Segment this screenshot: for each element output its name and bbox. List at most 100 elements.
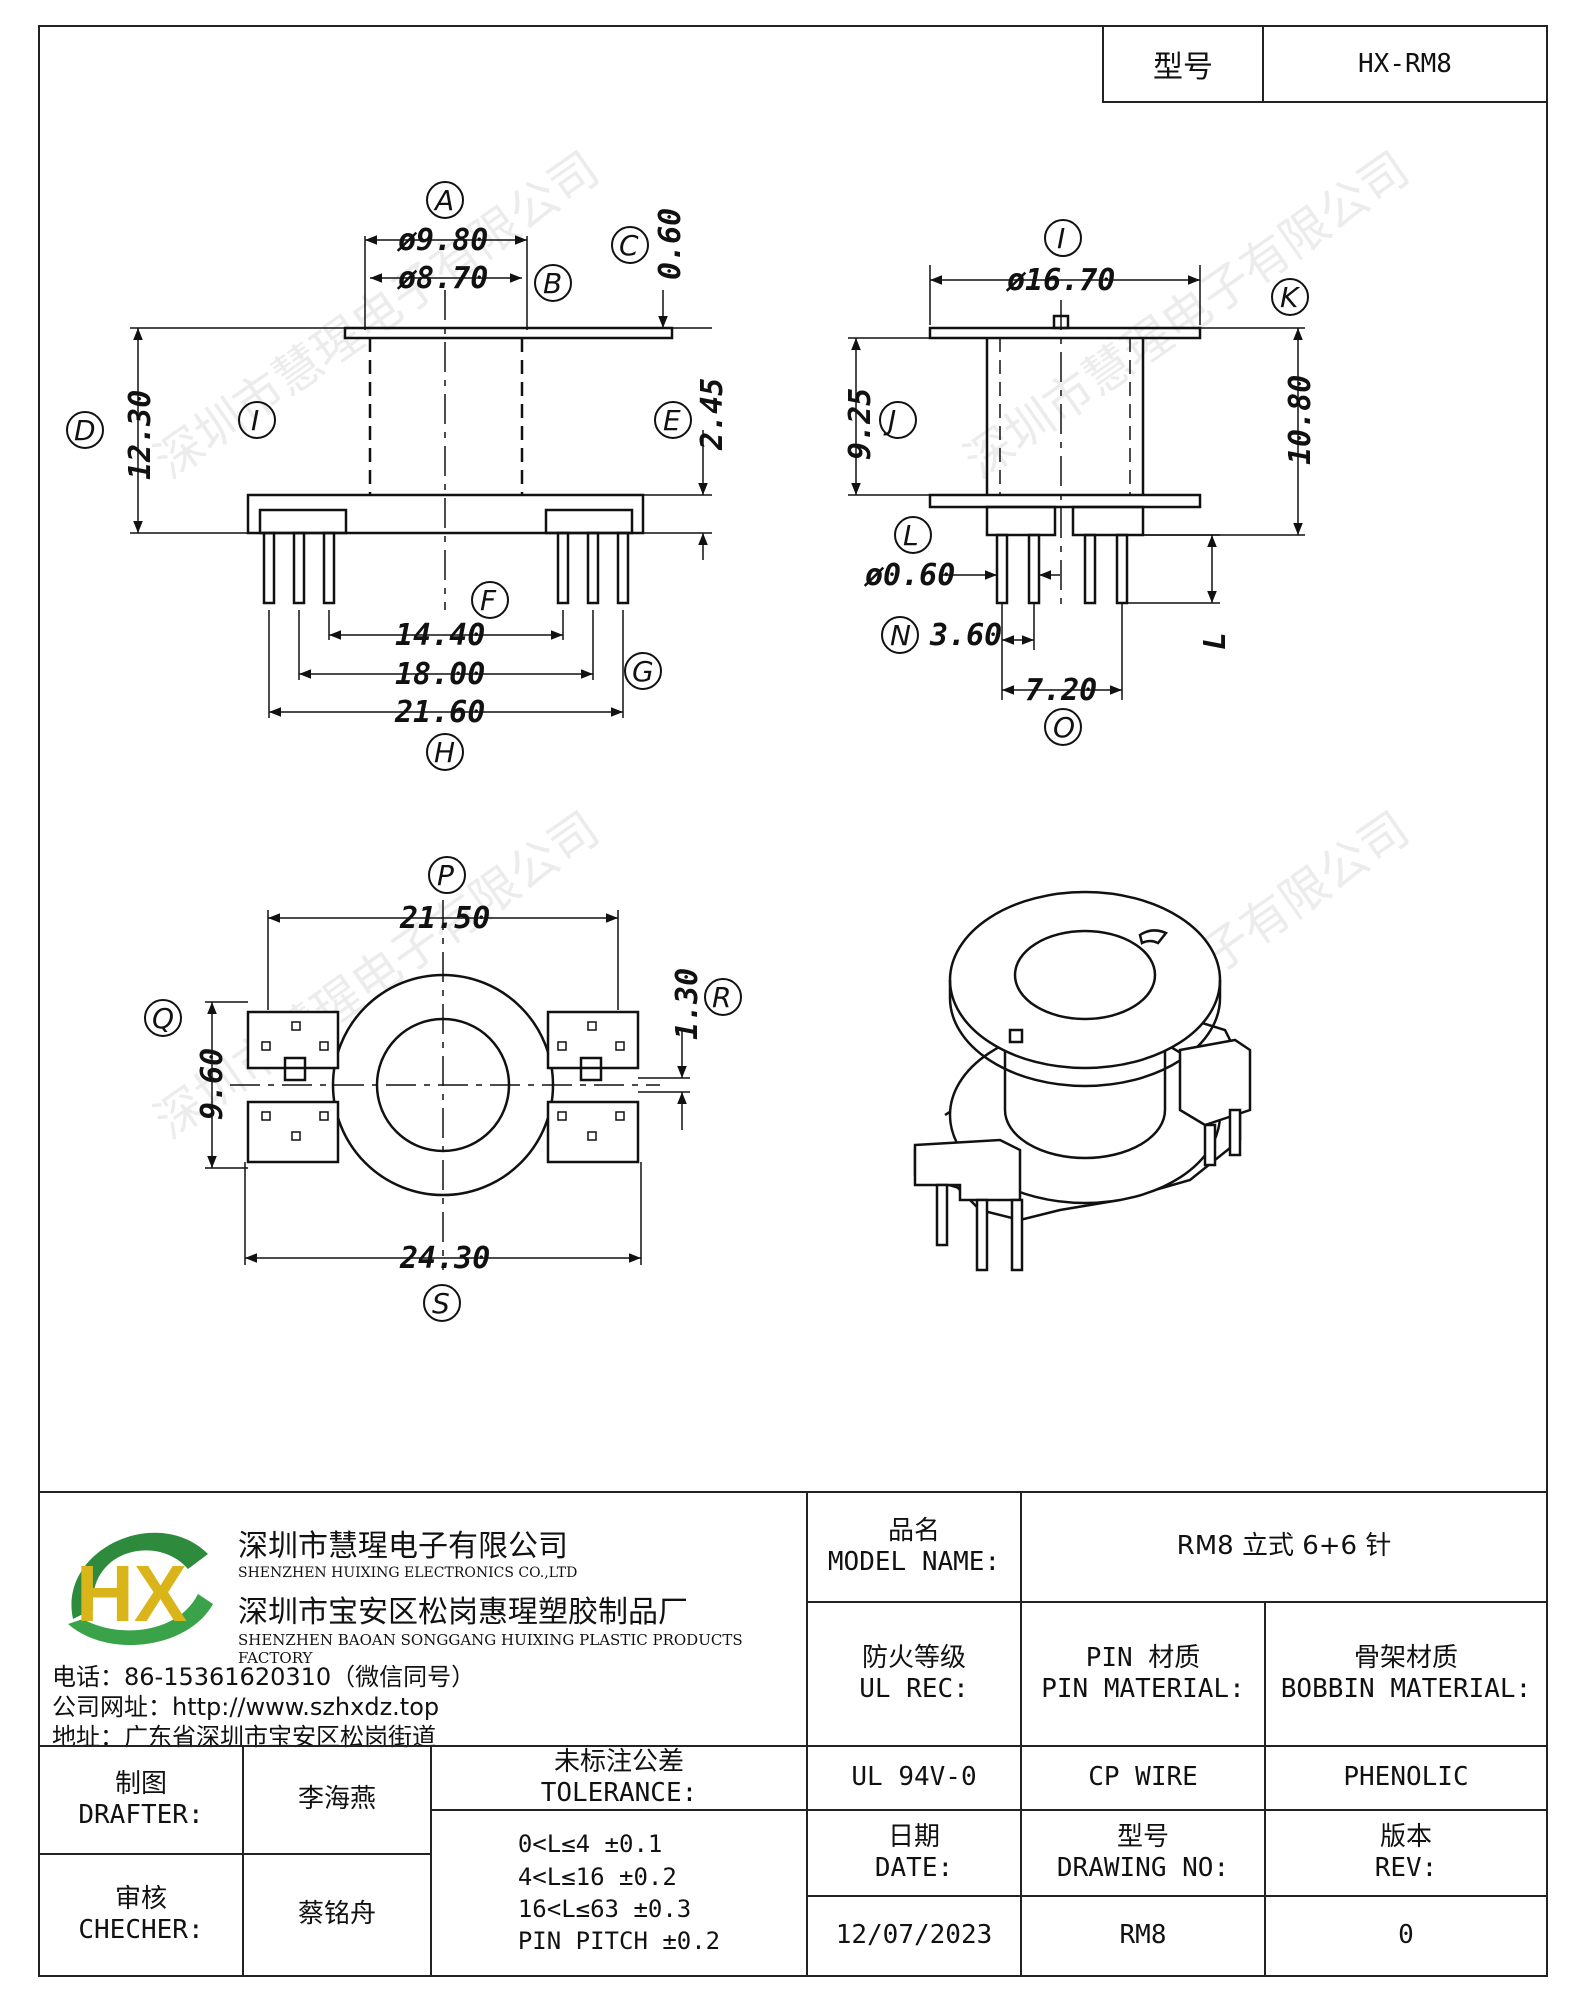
letter-l: L	[903, 519, 919, 552]
company-phone: 电话：86-15361620310（微信同号）	[52, 1663, 476, 1691]
iso-nub	[1008, 1028, 1024, 1044]
company-name-cn: 深圳市慧瑆电子有限公司	[238, 1529, 568, 1564]
front-pin-1	[262, 531, 276, 605]
dim-s-value: 24.30	[399, 1241, 490, 1276]
letter-k: K	[1280, 281, 1301, 314]
bobbin-material-value: PHENOLIC	[1343, 1762, 1469, 1793]
dim-f-value: 14.40	[395, 618, 485, 653]
front-pin-4	[556, 531, 570, 605]
checker-name: 蔡铭舟	[297, 1899, 376, 1930]
bobbin-material-value-cell: PHENOLIC	[1264, 1745, 1548, 1811]
letter-g: G	[632, 655, 654, 688]
pin-material-value-cell: CP WIRE	[1020, 1745, 1266, 1811]
model-header-label: 型号	[1104, 27, 1264, 101]
ul-rec-label-cn: 防火等级	[861, 1642, 966, 1673]
model-name-label-cn: 品名	[887, 1515, 940, 1546]
side-pin-2	[1027, 533, 1041, 605]
watermark-1: 深圳市慧瑆电子有限公司	[145, 141, 610, 490]
company-info-cell: HX 深圳市慧瑆电子有限公司 SHENZHEN HUIXING ELECTRON…	[38, 1491, 808, 1751]
date-value: 12/07/2023	[835, 1920, 993, 1951]
front-top-flange	[343, 326, 674, 340]
iso-pin-5	[1228, 1108, 1242, 1157]
date-value-cell: 12/07/2023	[806, 1895, 1022, 1977]
model-name-value-cell: RM8 立式 6+6 针	[1020, 1491, 1548, 1603]
tolerance-line-3: 16<L≤63 ±0.3	[517, 1895, 692, 1923]
rev-label-en: REV:	[1374, 1853, 1438, 1883]
front-base-right-block	[544, 508, 634, 535]
front-base	[246, 493, 645, 535]
letter-n: N	[890, 619, 911, 652]
dim-m-value: ø0.60	[863, 558, 955, 593]
dim-k-value: 10.80	[1283, 375, 1318, 465]
dim-c-value: 0.60	[653, 208, 688, 280]
date-label-cell: 日期 DATE:	[806, 1809, 1022, 1897]
pin-material-value: CP WIRE	[1088, 1762, 1198, 1793]
pin-material-label-cn: PIN 材质	[1085, 1642, 1201, 1673]
rev-label-cell: 版本 REV:	[1264, 1809, 1548, 1897]
front-pin-3	[322, 531, 336, 605]
model-header: 型号 HX-RM8	[1102, 25, 1548, 103]
date-label-en: DATE:	[874, 1853, 954, 1883]
side-view-labels: ø16.70 9.25 10.80 L ø0.60 3.60 7.20 I J …	[843, 219, 1318, 746]
side-pin-4	[1115, 533, 1129, 605]
company-website: 公司网址：http://www.szhxdz.top	[52, 1693, 440, 1721]
iso-pin-2	[975, 1198, 989, 1272]
dim-n-value: 3.60	[929, 618, 1002, 653]
title-block: HX 深圳市慧瑆电子有限公司 SHENZHEN HUIXING ELECTRON…	[38, 1491, 1548, 1977]
bobbin-material-label-en: BOBBIN MATERIAL:	[1280, 1674, 1532, 1704]
tolerance-label-en: TOLERANCE:	[540, 1778, 698, 1808]
dim-j-value: 9.25	[843, 388, 878, 460]
rev-label-cn: 版本	[1379, 1821, 1432, 1852]
model-name-value: RM8 立式 6+6 针	[1176, 1531, 1392, 1562]
letter-i-front: I	[251, 404, 259, 437]
letter-r: R	[712, 981, 731, 1014]
logo-text: HX	[76, 1549, 187, 1638]
tolerance-label-cell: 未标注公差 TOLERANCE:	[430, 1745, 808, 1811]
tolerance-line-2: 4<L≤16 ±0.2	[517, 1862, 677, 1891]
technical-drawing: 深圳市慧瑆电子有限公司 深圳市慧瑆电子有限公司 深圳市慧瑆电子有限公司 深圳市慧…	[66, 141, 1419, 1322]
drawing-no-value-cell: RM8	[1020, 1895, 1266, 1977]
front-pin-6	[616, 531, 630, 605]
tolerance-label-cn: 未标注公差	[553, 1746, 684, 1777]
pin-material-label-en: PIN MATERIAL:	[1041, 1674, 1245, 1704]
dim-q-value: 9.60	[195, 1048, 230, 1120]
front-pin-2	[292, 531, 306, 605]
factory-name-en: SHENZHEN BAOAN SONGGANG HUIXING PLASTIC …	[238, 1631, 743, 1667]
dim-i-value: ø16.70	[1005, 263, 1115, 298]
drafter-name: 李海燕	[297, 1784, 376, 1815]
side-pin-1	[995, 533, 1009, 605]
pin-material-label-cell: PIN 材质 PIN MATERIAL:	[1020, 1601, 1266, 1747]
date-label-cn: 日期	[887, 1821, 940, 1852]
iso-pin-3	[1010, 1198, 1024, 1272]
dim-e-value: 2.45	[695, 378, 730, 451]
side-view	[848, 265, 1305, 700]
dim-l-value: L	[1198, 632, 1233, 650]
drawing-no-label-cn: 型号	[1116, 1821, 1169, 1852]
dim-a-value: ø9.80	[396, 223, 488, 258]
drafter-name-cell: 李海燕	[242, 1745, 432, 1855]
letter-f: F	[480, 584, 497, 617]
tolerance-line-4: PIN PITCH ±0.2	[517, 1927, 721, 1956]
bottom-left-upper-block	[246, 1010, 340, 1070]
iso-pin-1	[935, 1183, 949, 1247]
side-bottom-flange	[928, 493, 1202, 509]
tolerance-values-cell: 0<L≤4 ±0.1 4<L≤16 ±0.2 16<L≤63 ±0.3 PIN …	[430, 1809, 808, 1977]
drafter-label-en: DRAFTER:	[78, 1800, 204, 1830]
bobbin-material-label-cn: 骨架材质	[1353, 1642, 1458, 1673]
letter-i-side: I	[1057, 222, 1065, 255]
tolerance-line-1: 0<L≤4 ±0.1	[517, 1830, 663, 1859]
letter-q: Q	[152, 1002, 174, 1035]
drawing-no-label-cell: 型号 DRAWING NO:	[1020, 1809, 1266, 1897]
side-pin-3	[1083, 533, 1097, 605]
iso-front-block	[913, 1138, 1022, 1202]
front-base-left-block	[258, 508, 348, 535]
dim-d-value: 12.30	[123, 390, 158, 480]
company-logo: HX	[68, 1532, 213, 1646]
model-name-label-en: MODEL NAME:	[827, 1547, 1001, 1577]
factory-name-cn: 深圳市宝安区松岗惠瑆塑胶制品厂	[238, 1595, 688, 1630]
checker-name-cell: 蔡铭舟	[242, 1853, 432, 1977]
side-base-left	[985, 505, 1057, 537]
bottom-view-labels: 21.50 9.60 1.30 24.30 P Q R S	[144, 856, 742, 1322]
dim-g-value: 18.00	[395, 657, 485, 692]
ul-rec-value-cell: UL 94V-0	[806, 1745, 1022, 1811]
